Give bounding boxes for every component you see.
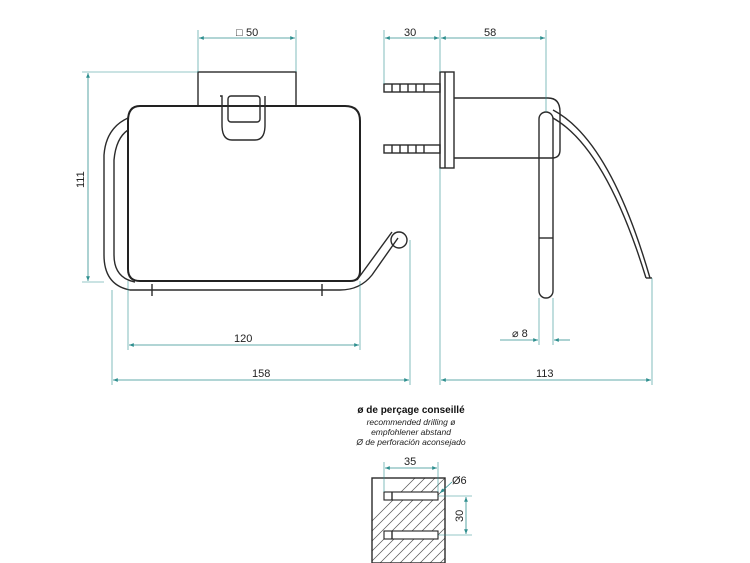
cover-plate <box>127 105 361 282</box>
drilling-line-es: Ø de perforación aconsejado <box>355 437 465 447</box>
wire-end-cap <box>390 231 408 249</box>
dim-35-label: 35 <box>404 456 416 468</box>
dim-111-label: 111 <box>75 171 87 188</box>
wire-arm-inner <box>113 129 136 283</box>
dim-158-label: 158 <box>252 368 270 380</box>
side-rod <box>538 111 554 299</box>
hatch-pattern <box>372 478 445 563</box>
drilling-line-en: recommended drilling ø <box>367 417 456 427</box>
drilling-detail: ø de perçage conseillé recommended drill… <box>355 405 472 563</box>
wall-plug-bottom <box>383 144 441 154</box>
dim-30-label: 30 <box>404 27 416 39</box>
wall-plug-top <box>383 83 441 93</box>
side-view: 30 58 ⌀ 8 113 <box>383 27 653 385</box>
wire-arm-end <box>356 231 393 281</box>
side-wall-plate <box>439 71 455 169</box>
wall-plate <box>197 71 297 107</box>
drilling-block <box>371 477 446 563</box>
front-view: □ 50 111 120 158 <box>75 27 411 385</box>
wire-arm-outer <box>103 117 399 291</box>
dim-120-label: 120 <box>234 333 252 345</box>
drilling-line-de: empfohlener abstand <box>371 427 451 437</box>
hinge-block <box>227 95 261 123</box>
side-cover-curve <box>552 109 651 279</box>
dim-50-label: 50 <box>246 27 258 39</box>
hinge-clip <box>220 95 266 141</box>
dim-hole-diameter-label: Ø6 <box>452 475 467 487</box>
side-body <box>454 97 561 159</box>
square-symbol: □ <box>236 27 243 39</box>
dim-58-label: 58 <box>484 27 496 39</box>
drilling-title: ø de perçage conseillé <box>357 405 465 416</box>
dim-rod-diameter-label: ⌀ 8 <box>512 328 528 340</box>
dim-113-label: 113 <box>536 368 554 380</box>
dim-30-spacing-label: 30 <box>454 510 466 522</box>
